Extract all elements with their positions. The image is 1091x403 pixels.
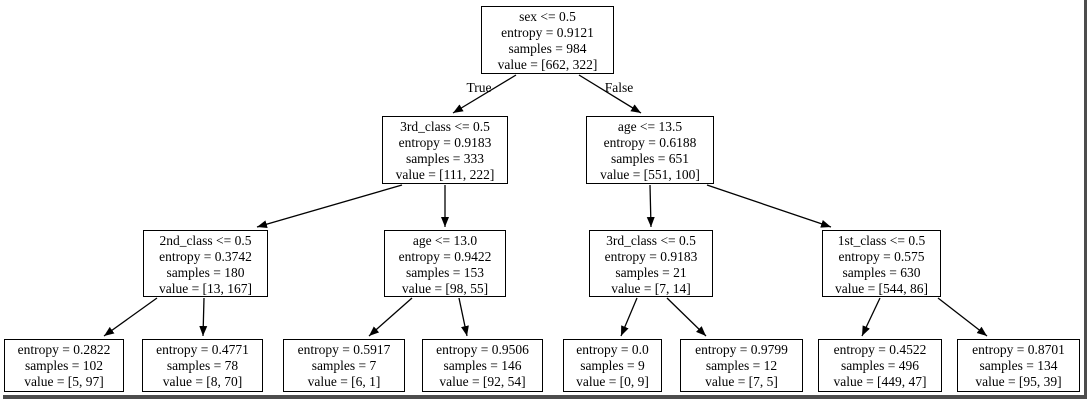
node-value: value = [6, 1] — [307, 374, 381, 389]
node-value: value = [551, 100] — [600, 167, 700, 182]
node-entropy: entropy = 0.4771 — [156, 342, 249, 357]
node-condition: sex <= 0.5 — [519, 9, 576, 24]
node-value: value = [5, 97] — [24, 374, 104, 389]
node-entropy: entropy = 0.575 — [838, 249, 925, 264]
node-samples: samples = 12 — [705, 358, 778, 373]
edge-ll-lll — [103, 297, 158, 337]
tree-node-r: age <= 13.5 entropy = 0.6188 samples = 6… — [586, 116, 714, 184]
tree-leaf-rlr: entropy = 0.9799 samples = 12 value = [7… — [680, 339, 803, 392]
edge-rr-rrl — [861, 297, 881, 337]
node-value: value = [111, 222] — [395, 167, 495, 182]
node-condition: 3rd_class <= 0.5 — [400, 119, 490, 134]
node-entropy: entropy = 0.9183 — [398, 135, 492, 150]
node-value: value = [449, 47] — [833, 374, 927, 389]
edge-label-true: True — [466, 80, 492, 95]
node-condition: age <= 13.0 — [412, 233, 478, 248]
node-condition: 1st_class <= 0.5 — [837, 233, 926, 248]
node-value: value = [7, 14] — [611, 281, 691, 296]
node-samples: samples = 984 — [508, 41, 587, 56]
node-condition: 2nd_class <= 0.5 — [159, 233, 252, 248]
node-entropy: entropy = 0.8701 — [972, 342, 1065, 357]
node-samples: samples = 146 — [443, 358, 522, 373]
tree-leaf-lll: entropy = 0.2822 samples = 102 value = [… — [4, 339, 124, 392]
tree-leaf-rrl: entropy = 0.4522 samples = 496 value = [… — [818, 339, 942, 392]
node-samples: samples = 180 — [166, 265, 245, 280]
node-entropy: entropy = 0.2822 — [17, 342, 111, 357]
node-samples: samples = 134 — [979, 358, 1058, 373]
tree-node-rl: 3rd_class <= 0.5 entropy = 0.9183 sample… — [589, 230, 713, 297]
edge-r-rr — [706, 184, 832, 228]
node-entropy: entropy = 0.4522 — [833, 342, 927, 357]
node-value: value = [98, 55] — [401, 281, 489, 296]
node-value: value = [8, 70] — [162, 374, 243, 389]
node-value: value = [7, 5] — [705, 374, 778, 389]
node-entropy: entropy = 0.9422 — [398, 249, 492, 264]
node-samples: samples = 7 — [311, 358, 377, 373]
tree-node-l: 3rd_class <= 0.5 entropy = 0.9183 sample… — [382, 116, 508, 184]
tree-leaf-rrr: entropy = 0.8701 samples = 134 value = [… — [957, 339, 1080, 392]
edge-lr-lrl — [368, 297, 413, 337]
node-samples: samples = 153 — [405, 265, 485, 280]
node-entropy: entropy = 0.3742 — [159, 249, 252, 264]
node-condition: age <= 13.5 — [617, 119, 683, 134]
tree-node-root: sex <= 0.5 entropy = 0.9121 samples = 98… — [481, 6, 614, 74]
tree-node-rr: 1st_class <= 0.5 entropy = 0.575 samples… — [822, 230, 941, 297]
node-entropy: entropy = 0.9799 — [695, 342, 788, 357]
tree-leaf-llr: entropy = 0.4771 samples = 78 value = [8… — [142, 339, 263, 392]
node-samples: samples = 102 — [24, 358, 104, 373]
node-samples: samples = 21 — [615, 265, 687, 280]
node-value: value = [13, 167] — [158, 281, 253, 296]
node-samples: samples = 333 — [405, 151, 485, 166]
edge-root-true — [452, 74, 517, 114]
tree-leaf-lrl: entropy = 0.5917 samples = 7 value = [6,… — [283, 339, 405, 392]
node-samples: samples = 496 — [840, 358, 920, 373]
edge-root-false — [578, 74, 642, 114]
edge-lr-lrr — [458, 297, 469, 337]
node-entropy: entropy = 0.9121 — [501, 25, 594, 40]
edge-rl-rlr — [666, 297, 707, 337]
node-value: value = [92, 54] — [439, 374, 526, 389]
node-value: value = [0, 9] — [576, 374, 649, 389]
frame-right-shadow — [1084, 0, 1087, 399]
node-samples: samples = 630 — [842, 265, 921, 280]
edge-l-ll — [256, 184, 403, 229]
node-samples: samples = 651 — [610, 151, 690, 166]
node-entropy: entropy = 0.5917 — [297, 342, 391, 357]
node-value: value = [544, 86] — [834, 281, 929, 296]
edge-r-rl — [646, 184, 655, 228]
node-samples: samples = 78 — [166, 358, 239, 373]
node-entropy: entropy = 0.9183 — [604, 249, 698, 264]
node-entropy: entropy = 0.9506 — [436, 342, 529, 357]
edge-rl-rll — [620, 297, 638, 337]
edge-label-false: False — [604, 80, 634, 95]
node-value: value = [662, 322] — [497, 57, 598, 72]
tree-node-ll: 2nd_class <= 0.5 entropy = 0.3742 sample… — [143, 230, 268, 297]
node-entropy: entropy = 0.0 — [576, 342, 649, 357]
node-value: value = [95, 39] — [975, 374, 1062, 389]
tree-leaf-lrr: entropy = 0.9506 samples = 146 value = [… — [422, 339, 543, 392]
edge-rr-rrr — [937, 297, 988, 337]
frame-bottom-shadow — [3, 395, 1087, 399]
node-samples: samples = 9 — [580, 358, 645, 373]
node-condition: 3rd_class <= 0.5 — [606, 233, 696, 248]
node-entropy: entropy = 0.6188 — [603, 135, 697, 150]
edge-ll-llr — [199, 297, 208, 337]
tree-node-lr: age <= 13.0 entropy = 0.9422 samples = 1… — [384, 230, 506, 297]
tree-leaf-rll: entropy = 0.0 samples = 9 value = [0, 9] — [563, 339, 662, 392]
